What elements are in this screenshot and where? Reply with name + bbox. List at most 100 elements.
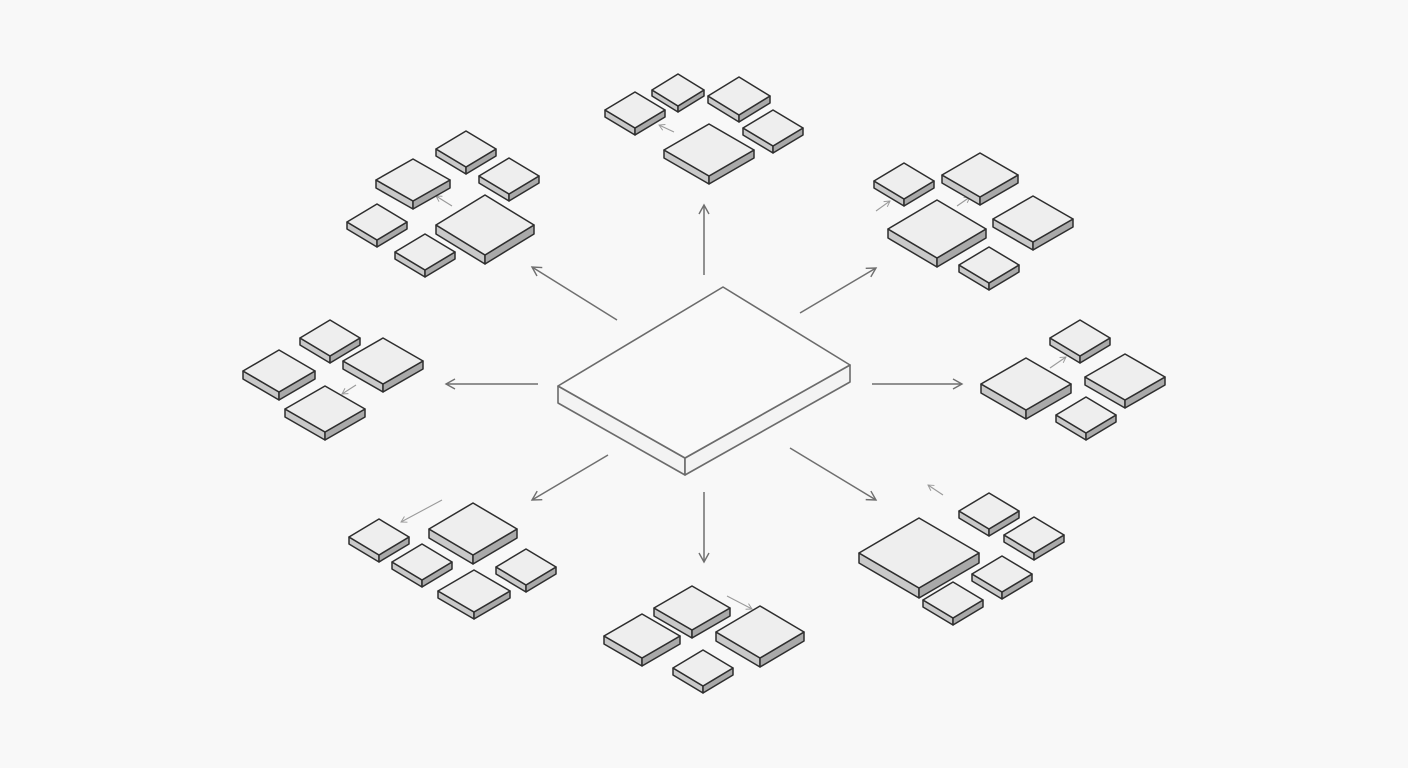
spoke-arrow-south-east [789, 447, 878, 501]
tile-cluster-south-east [858, 484, 1065, 626]
tile-west-1 [299, 319, 361, 364]
tile-south-3 [603, 613, 681, 667]
tile-cluster-south-west [348, 499, 557, 620]
tile-west-3-top-face [242, 349, 316, 393]
tile-north-1-top-face [651, 73, 705, 107]
cluster-layer [242, 73, 1166, 694]
tile-south-east-1-top-face [958, 492, 1020, 530]
small-arrow-north-east-1 [875, 200, 891, 212]
tile-south-east-4-top-face [971, 555, 1033, 593]
small-arrow-south-east-1 [927, 484, 944, 496]
tile-north-west-3-top-face [478, 157, 540, 195]
tile-cluster-north [604, 73, 804, 185]
tile-north-east-3 [992, 195, 1074, 251]
small-arrow-east-1 [1049, 356, 1067, 369]
arrow-layer [444, 203, 964, 564]
small-arrow-north-1 [658, 123, 675, 133]
tile-west-2-top-face [342, 337, 424, 385]
tile-cluster-north-east [873, 152, 1074, 291]
spoke-arrow-south-west [530, 454, 609, 501]
tile-west-1-top-face [299, 319, 361, 357]
tile-south-east-4 [971, 555, 1033, 600]
tile-south-east-3 [858, 517, 980, 599]
tile-north-3-top-face [604, 91, 666, 129]
tile-south-east-1 [958, 492, 1020, 537]
tile-north-east-1 [941, 152, 1019, 206]
tile-east-4-top-face [1055, 396, 1117, 434]
tile-north-west-3 [478, 157, 540, 202]
tile-east-2-top-face [1084, 353, 1166, 401]
tile-east-2 [1084, 353, 1166, 409]
tile-north-2-top-face [707, 76, 771, 116]
small-arrow-south-1 [726, 595, 753, 610]
spoke-arrow-north-west [530, 266, 618, 321]
tile-south-4 [672, 649, 734, 694]
hub-layer [557, 286, 851, 476]
tile-north-4 [742, 109, 804, 154]
tile-south-west-1-top-face [428, 502, 518, 556]
tile-north-3 [604, 91, 666, 136]
tile-south-west-3 [391, 543, 453, 588]
tile-south-east-5 [922, 581, 984, 626]
tile-north-2 [707, 76, 771, 123]
tile-south-east-2 [1003, 516, 1065, 561]
tile-north-west-2 [375, 158, 451, 210]
tile-cluster-south [603, 585, 805, 694]
tile-south-1 [653, 585, 731, 639]
tile-north-east-2-top-face [873, 162, 935, 200]
tile-south-2 [715, 605, 805, 668]
tile-cluster-west [242, 319, 424, 441]
tile-north-west-1 [435, 130, 497, 175]
tile-north-5 [663, 123, 755, 185]
small-arrow-west-1 [341, 384, 357, 395]
tile-cluster-north-west [346, 130, 540, 278]
tile-north-west-5-top-face [435, 194, 535, 256]
tile-west-2 [342, 337, 424, 393]
tile-north-east-4 [887, 199, 987, 268]
tile-south-west-3-top-face [391, 543, 453, 581]
tile-south-west-5-top-face [437, 569, 511, 613]
tile-south-4-top-face [672, 649, 734, 687]
tile-north-west-5 [435, 194, 535, 265]
tile-south-east-5-top-face [922, 581, 984, 619]
spoke-arrow-north-east [799, 267, 878, 314]
tile-south-west-2 [348, 518, 410, 563]
tile-north-east-4-top-face [887, 199, 987, 259]
tile-south-2-top-face [715, 605, 805, 659]
tile-east-3 [980, 357, 1072, 420]
tile-south-east-3-top-face [858, 517, 980, 589]
tile-north-east-2 [873, 162, 935, 207]
tile-south-west-4 [495, 548, 557, 593]
hub-platform-top-face [557, 286, 851, 459]
small-arrow-north-west-1 [435, 195, 453, 207]
tile-north-1 [651, 73, 705, 113]
tile-south-west-2-top-face [348, 518, 410, 556]
tile-north-west-4-top-face [346, 203, 408, 241]
tile-east-4 [1055, 396, 1117, 441]
small-arrow-south-west-1 [400, 499, 443, 523]
tile-north-west-4 [346, 203, 408, 248]
tile-south-west-4-top-face [495, 548, 557, 586]
tile-north-west-6 [394, 233, 456, 278]
tile-south-1-top-face [653, 585, 731, 631]
tile-east-3-top-face [980, 357, 1072, 411]
tile-west-3 [242, 349, 316, 401]
tile-east-1 [1049, 319, 1111, 364]
tile-south-west-5 [437, 569, 511, 620]
tile-north-east-5-top-face [958, 246, 1020, 284]
tile-west-4-top-face [284, 385, 366, 433]
tile-north-5-top-face [663, 123, 755, 177]
tile-cluster-east [980, 319, 1166, 441]
tile-north-4-top-face [742, 109, 804, 147]
tile-south-west-1 [428, 502, 518, 565]
tile-north-east-3-top-face [992, 195, 1074, 243]
tile-west-4 [284, 385, 366, 441]
tile-north-east-5 [958, 246, 1020, 291]
hub-platform [557, 286, 851, 476]
tile-south-east-2-top-face [1003, 516, 1065, 554]
tile-north-west-6-top-face [394, 233, 456, 271]
tile-north-west-1-top-face [435, 130, 497, 168]
tile-north-east-1-top-face [941, 152, 1019, 198]
tile-east-1-top-face [1049, 319, 1111, 357]
